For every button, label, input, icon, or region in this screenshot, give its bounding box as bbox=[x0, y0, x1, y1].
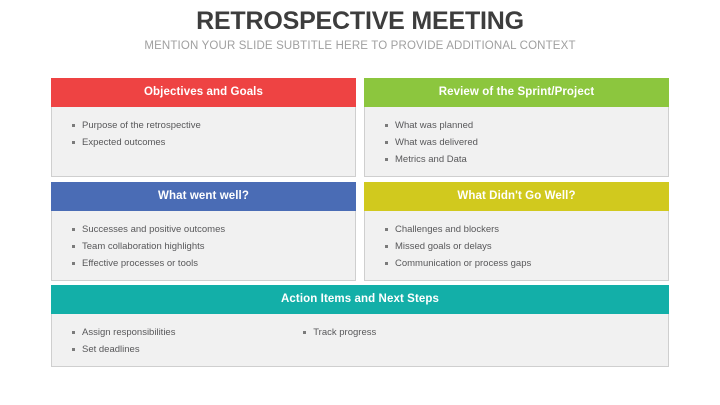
card-row-2: What went well? Successes and positive o… bbox=[51, 182, 669, 281]
square-bullet-icon bbox=[385, 228, 388, 231]
list-item-label: Successes and positive outcomes bbox=[82, 224, 226, 235]
list-item-label: Track progress bbox=[313, 327, 377, 338]
square-bullet-icon bbox=[385, 141, 388, 144]
square-bullet-icon bbox=[385, 124, 388, 127]
bullet-column-1: Assign responsibilities Set deadlines bbox=[52, 324, 289, 358]
card-body-action-items-and-next-steps: Assign responsibilities Set deadlines bbox=[52, 314, 668, 366]
bullet-list-what-went-well: Successes and positive outcomes Team col… bbox=[52, 221, 355, 272]
square-bullet-icon bbox=[72, 348, 75, 351]
card-what-went-well[interactable]: What went well? Successes and positive o… bbox=[51, 182, 356, 281]
bullet-list-action-items-column-2: Track progress bbox=[289, 324, 668, 341]
card-header-review-of-the-sprint-project: Review of the Sprint/Project bbox=[364, 78, 669, 107]
square-bullet-icon bbox=[385, 245, 388, 248]
list-item: What was planned bbox=[365, 117, 668, 134]
square-bullet-icon bbox=[72, 245, 75, 248]
list-item: Assign responsibilities bbox=[52, 324, 289, 341]
list-item-label: What was delivered bbox=[395, 137, 478, 148]
list-item-label: Assign responsibilities bbox=[82, 327, 176, 338]
card-header-what-didnt-go-well: What Didn't Go Well? bbox=[364, 182, 669, 211]
square-bullet-icon bbox=[303, 331, 307, 334]
list-item: Challenges and blockers bbox=[365, 221, 668, 238]
square-bullet-icon bbox=[72, 331, 75, 334]
card-body-objectives-and-goals: Purpose of the retrospective Expected ou… bbox=[52, 107, 355, 176]
bullet-column-2: Track progress bbox=[289, 324, 668, 358]
list-item: Track progress bbox=[289, 324, 668, 341]
list-item-label: Challenges and blockers bbox=[395, 224, 500, 235]
list-item-label: Metrics and Data bbox=[395, 154, 467, 165]
card-body-review-of-the-sprint-project: What was planned What was delivered Metr… bbox=[365, 107, 668, 176]
list-item: Set deadlines bbox=[52, 341, 289, 358]
card-review-of-the-sprint-project[interactable]: Review of the Sprint/Project What was pl… bbox=[364, 78, 669, 177]
list-item-label: Team collaboration highlights bbox=[82, 241, 205, 252]
list-item: Purpose of the retrospective bbox=[52, 117, 355, 134]
square-bullet-icon bbox=[385, 262, 388, 265]
list-item-label: Effective processes or tools bbox=[82, 258, 198, 269]
list-item: What was delivered bbox=[365, 134, 668, 151]
list-item-label: Missed goals or delays bbox=[395, 241, 492, 252]
bullet-list-review-of-the-sprint-project: What was planned What was delivered Metr… bbox=[365, 117, 668, 168]
list-item-label: Expected outcomes bbox=[82, 137, 166, 148]
list-item: Successes and positive outcomes bbox=[52, 221, 355, 238]
list-item: Effective processes or tools bbox=[52, 255, 355, 272]
list-item: Metrics and Data bbox=[365, 151, 668, 168]
bullet-columns: Assign responsibilities Set deadlines bbox=[52, 324, 668, 358]
card-objectives-and-goals[interactable]: Objectives and Goals Purpose of the retr… bbox=[51, 78, 356, 177]
card-header-action-items-and-next-steps: Action Items and Next Steps bbox=[51, 285, 669, 314]
bullet-list-action-items-column-1: Assign responsibilities Set deadlines bbox=[52, 324, 289, 358]
card-grid: Objectives and Goals Purpose of the retr… bbox=[51, 78, 669, 367]
bullet-list-objectives-and-goals: Purpose of the retrospective Expected ou… bbox=[52, 117, 355, 151]
card-row-3: Action Items and Next Steps Assign respo… bbox=[51, 285, 669, 367]
page-title: RETROSPECTIVE MEETING bbox=[196, 7, 524, 35]
card-what-didnt-go-well[interactable]: What Didn't Go Well? Challenges and bloc… bbox=[364, 182, 669, 281]
square-bullet-icon bbox=[72, 141, 75, 144]
card-body-what-didnt-go-well: Challenges and blockers Missed goals or … bbox=[365, 211, 668, 280]
list-item: Team collaboration highlights bbox=[52, 238, 355, 255]
square-bullet-icon bbox=[72, 228, 75, 231]
list-item-label: What was planned bbox=[395, 120, 474, 131]
list-item-label: Set deadlines bbox=[82, 344, 140, 355]
list-item: Communication or process gaps bbox=[365, 255, 668, 272]
card-body-what-went-well: Successes and positive outcomes Team col… bbox=[52, 211, 355, 280]
square-bullet-icon bbox=[385, 158, 388, 161]
list-item: Missed goals or delays bbox=[365, 238, 668, 255]
slide-header: RETROSPECTIVE MEETING MENTION YOUR SLIDE… bbox=[0, 0, 720, 54]
bullet-list-what-didnt-go-well: Challenges and blockers Missed goals or … bbox=[365, 221, 668, 272]
square-bullet-icon bbox=[72, 124, 75, 127]
square-bullet-icon bbox=[72, 262, 75, 265]
list-item: Expected outcomes bbox=[52, 134, 355, 151]
card-header-what-went-well: What went well? bbox=[51, 182, 356, 211]
card-header-objectives-and-goals: Objectives and Goals bbox=[51, 78, 356, 107]
page-subtitle: MENTION YOUR SLIDE SUBTITLE HERE TO PROV… bbox=[144, 40, 576, 52]
card-row-1: Objectives and Goals Purpose of the retr… bbox=[51, 78, 669, 177]
list-item-label: Communication or process gaps bbox=[395, 258, 532, 269]
list-item-label: Purpose of the retrospective bbox=[82, 120, 201, 131]
card-action-items-and-next-steps[interactable]: Action Items and Next Steps Assign respo… bbox=[51, 285, 669, 367]
